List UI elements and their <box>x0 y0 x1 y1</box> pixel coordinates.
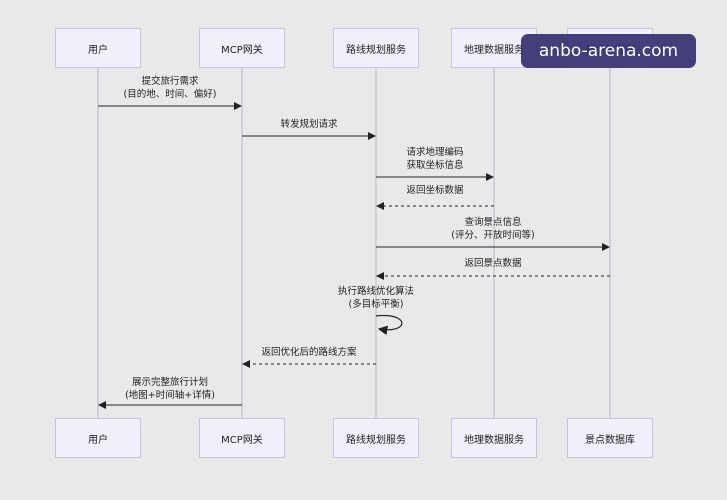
message-label-line: 请求地理编码 <box>406 147 464 158</box>
participant-top-gateway: MCP网关 <box>199 28 285 68</box>
message-label-line: (地图+时间轴+详情) <box>125 390 215 401</box>
participant-bottom-geo: 地理数据服务 <box>451 418 537 458</box>
message-label-line: 返回优化后的路线方案 <box>261 347 357 358</box>
message-label-0: 提交旅行需求 (目的地、时间、偏好) <box>124 75 217 101</box>
message-label-line: (评分、开放时间等) <box>451 230 535 241</box>
participant-bottom-user: 用户 <box>55 418 141 458</box>
message-label-line: 提交旅行需求 <box>141 76 199 87</box>
message-label-line: 返回景点数据 <box>464 258 522 269</box>
participant-top-route: 路线规划服务 <box>333 28 419 68</box>
message-label-8: 展示完整旅行计划 (地图+时间轴+详情) <box>125 376 215 402</box>
message-label-line: 执行路线优化算法 <box>337 286 415 297</box>
message-label-line: 查询景点信息 <box>464 217 522 228</box>
message-label-line: 转发规划请求 <box>280 119 338 130</box>
message-arrow-6 <box>375 314 403 336</box>
message-label-6: 执行路线优化算法 (多目标平衡) <box>338 285 414 311</box>
message-label-line: 返回坐标数据 <box>406 185 464 196</box>
message-label-7: 返回优化后的路线方案 <box>261 346 356 359</box>
message-label-line: 展示完整旅行计划 <box>131 377 208 388</box>
participant-bottom-gateway: MCP网关 <box>199 418 285 458</box>
message-label-line: 获取坐标信息 <box>406 160 464 171</box>
participant-top-user: 用户 <box>55 28 141 68</box>
participant-bottom-poi: 景点数据库 <box>567 418 653 458</box>
watermark: anbo-arena.com <box>521 34 696 68</box>
message-label-line: (目的地、时间、偏好) <box>123 89 217 100</box>
message-label-line: (多目标平衡) <box>348 299 404 310</box>
message-label-3: 返回坐标数据 <box>406 184 463 197</box>
message-label-2: 请求地理编码获取坐标信息 <box>406 146 463 172</box>
message-label-1: 转发规划请求 <box>280 118 337 131</box>
participant-bottom-route: 路线规划服务 <box>333 418 419 458</box>
message-label-5: 返回景点数据 <box>464 257 521 270</box>
message-label-4: 查询景点信息 (评分、开放时间等) <box>451 216 534 242</box>
